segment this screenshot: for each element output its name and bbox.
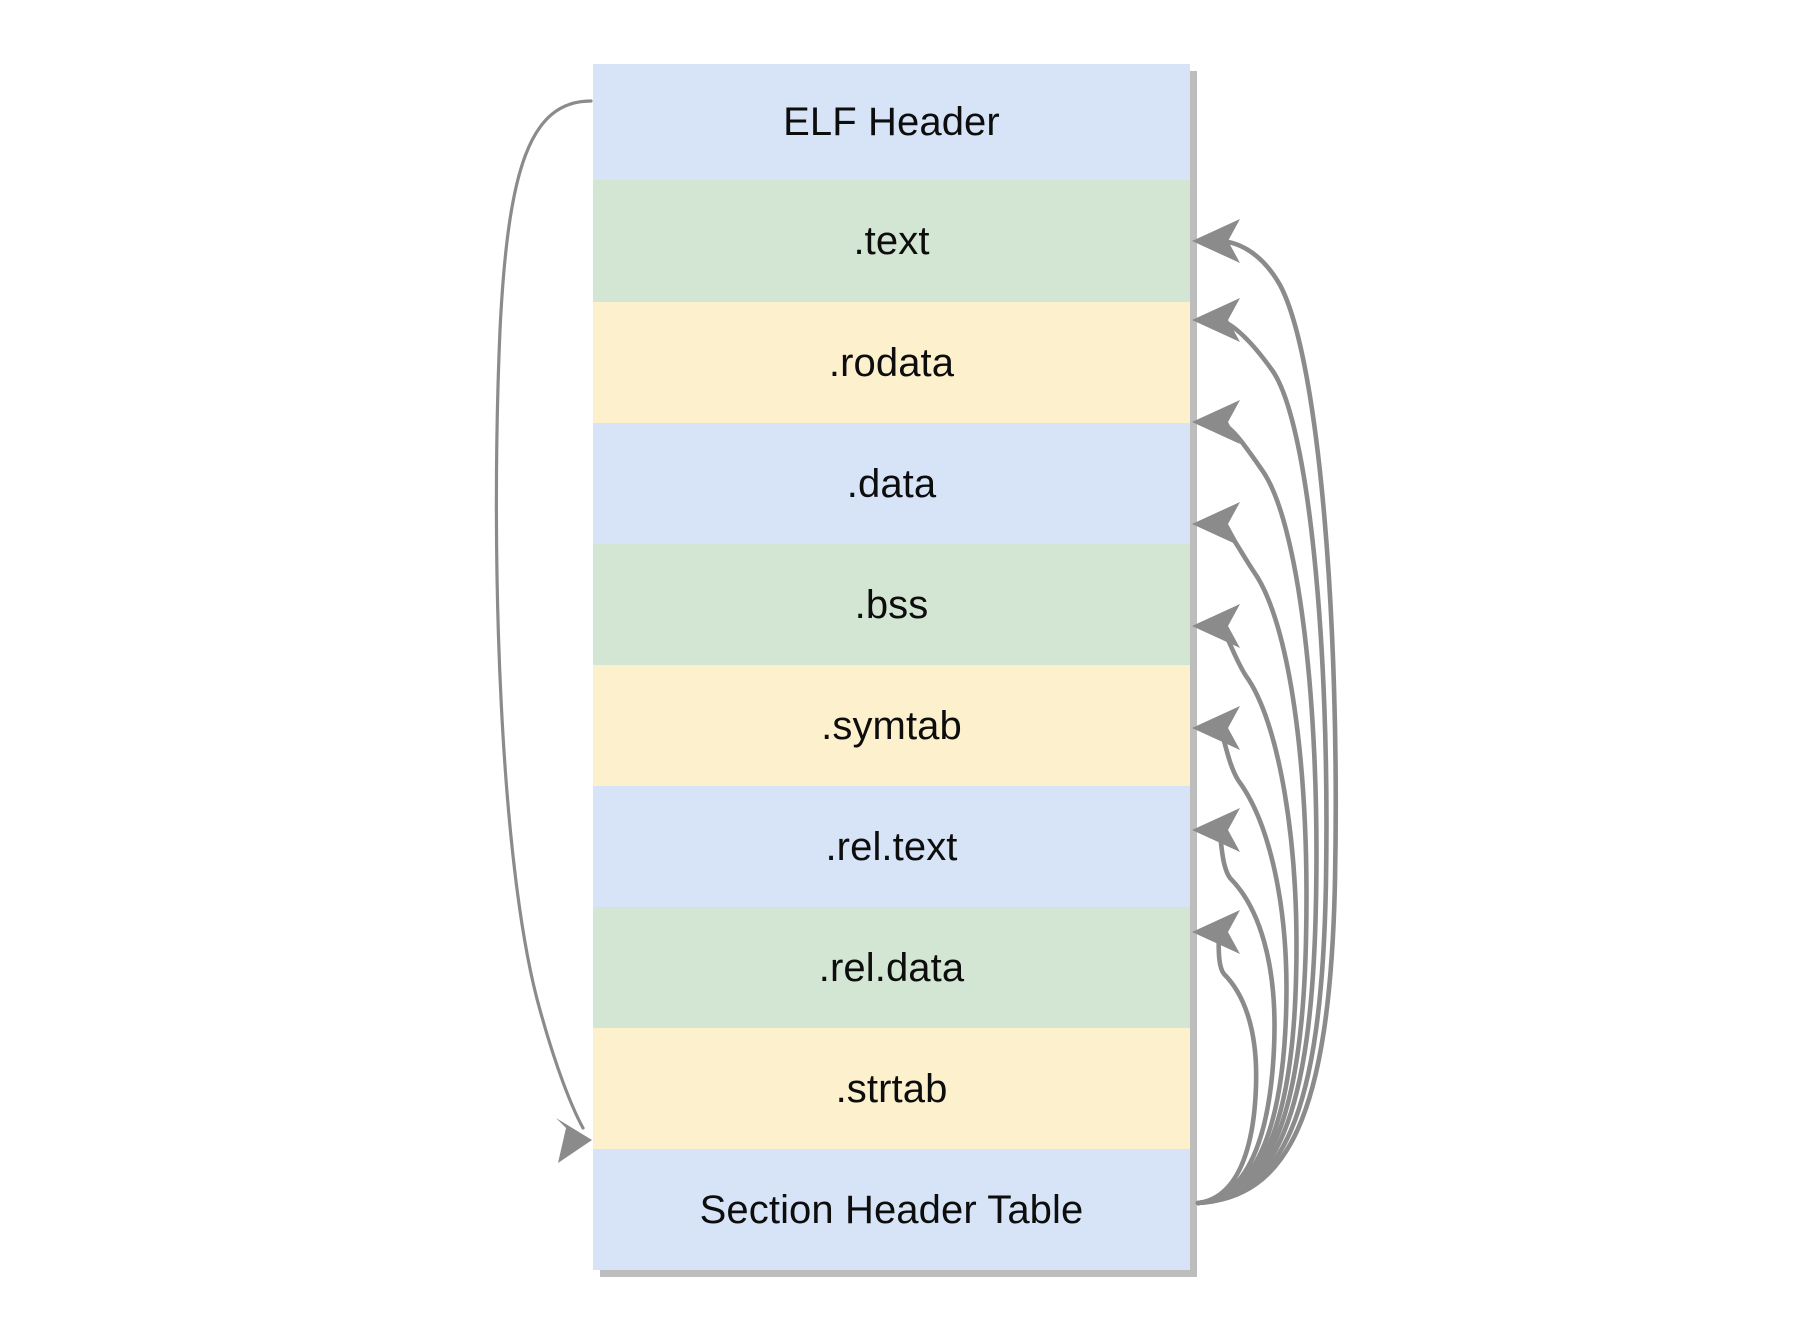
arrow-sht-to-rodata [1192, 298, 1329, 1206]
elf-section-label: .symtab [821, 703, 962, 748]
elf-section-label: ELF Header [783, 100, 1000, 144]
elf-section-rel-data[interactable]: .rel.data [593, 907, 1190, 1028]
arrow-sht-to-strtab [1192, 910, 1259, 1206]
elf-section-symtab[interactable]: .symtab [593, 665, 1190, 786]
elf-file-box: ELF Header .text .rodata .data .bss .sym… [593, 64, 1190, 1270]
elf-section-rel-text[interactable]: .rel.text [593, 786, 1190, 907]
elf-section-label: Section Header Table [699, 1187, 1084, 1232]
elf-section-text[interactable]: .text [593, 180, 1190, 302]
arrow-sht-to-rel-text [1192, 706, 1289, 1206]
elf-section-elf-header[interactable]: ELF Header [593, 64, 1190, 180]
elf-section-bss[interactable]: .bss [593, 544, 1190, 665]
elf-section-label: .rel.text [825, 824, 958, 869]
elf-section-section-header-table[interactable]: Section Header Table [593, 1149, 1190, 1270]
arrow-sht-to-bss [1192, 502, 1309, 1206]
arrow-sht-to-symtab [1192, 604, 1299, 1206]
arrow-sht-to-text [1192, 219, 1339, 1206]
arrow-elf-header-to-section-header-table [494, 99, 593, 1163]
elf-section-label: .rel.data [818, 945, 965, 990]
elf-section-rodata[interactable]: .rodata [593, 302, 1190, 423]
elf-section-label: .data [846, 461, 937, 506]
arrow-sht-to-rel-data [1192, 808, 1277, 1206]
elf-section-strtab[interactable]: .strtab [593, 1028, 1190, 1149]
elf-section-label: .strtab [835, 1066, 948, 1111]
elf-section-label: .text [853, 219, 930, 263]
elf-section-label: .bss [854, 582, 929, 627]
elf-section-label: .rodata [828, 340, 955, 385]
arrow-sht-to-data [1192, 400, 1319, 1206]
elf-section-data[interactable]: .data [593, 423, 1190, 544]
